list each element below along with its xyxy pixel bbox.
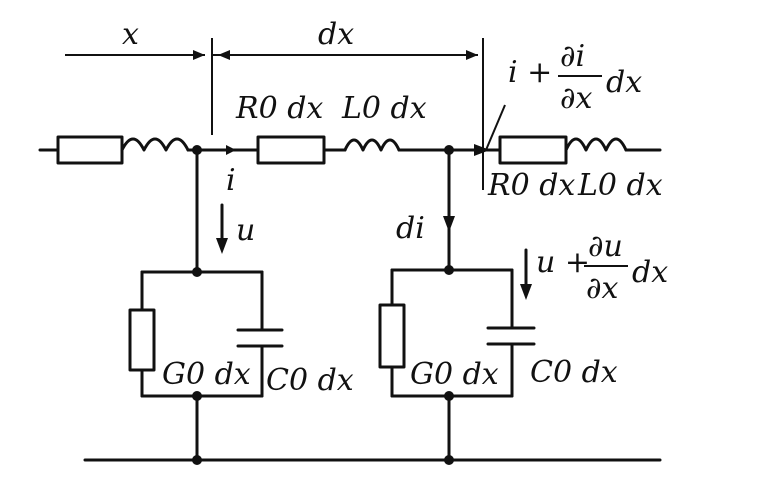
svg-text:∂u: ∂u xyxy=(588,229,623,264)
label-l0dx-top: L0 dx xyxy=(341,91,427,126)
label-l0dx-right: L0 dx xyxy=(577,168,663,203)
conductance-right xyxy=(378,303,406,369)
dimension-x: x xyxy=(65,17,213,135)
svg-text:dx: dx xyxy=(606,65,642,100)
svg-text:i +: i + xyxy=(508,55,552,90)
label-dx: dx xyxy=(318,17,354,52)
conductance-left xyxy=(128,308,156,372)
svg-text:dx: dx xyxy=(632,255,668,290)
dimension-dx: dx xyxy=(212,17,484,190)
label-g0dx-right: G0 dx xyxy=(410,357,499,392)
label-i: i xyxy=(226,163,236,198)
svg-text:∂x: ∂x xyxy=(586,271,619,306)
label-c0dx-left: C0 dx xyxy=(266,363,354,398)
label-r0dx-top: R0 dx xyxy=(235,91,323,126)
svg-text:∂i: ∂i xyxy=(560,39,585,74)
resistor-r0-right xyxy=(498,135,568,165)
svg-text:∂x: ∂x xyxy=(560,81,593,116)
shunt-left xyxy=(128,145,284,465)
label-c0dx-right: C0 dx xyxy=(530,355,618,390)
label-u: u xyxy=(236,213,255,248)
shunt-right xyxy=(378,145,536,465)
resistor-r0-top xyxy=(256,135,326,165)
label-i-out: i + ∂i ∂x dx xyxy=(508,39,642,116)
resistor-left xyxy=(56,135,124,165)
label-r0dx-right: R0 dx xyxy=(487,168,575,203)
svg-text:u +: u + xyxy=(536,245,590,280)
label-di: di xyxy=(396,211,425,246)
label-g0dx-left: G0 dx xyxy=(162,357,251,392)
label-u-out: u + ∂u ∂x dx xyxy=(536,229,668,306)
label-x: x xyxy=(122,17,139,52)
